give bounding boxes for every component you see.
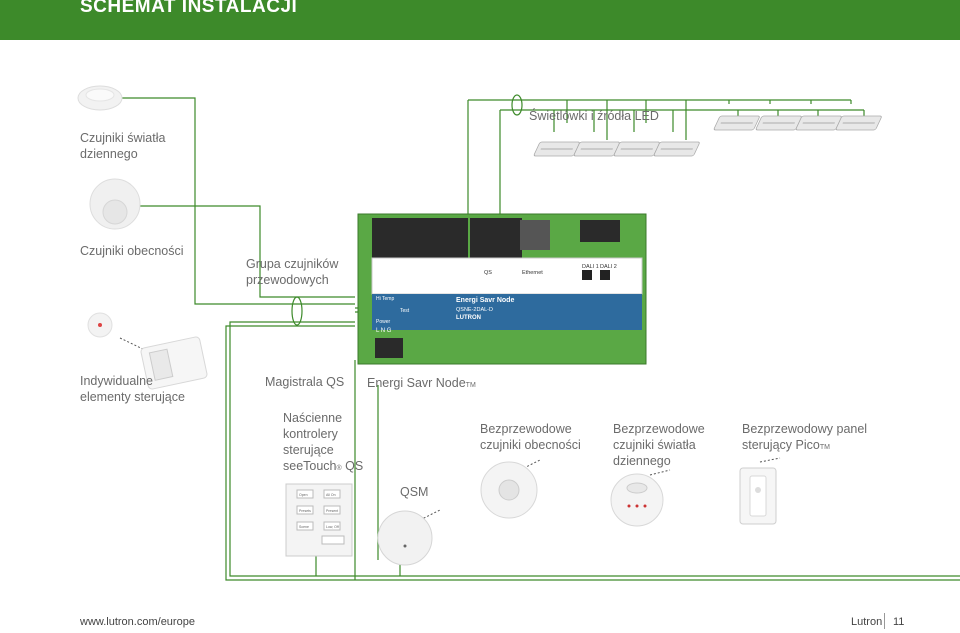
wireless-occupancy-sensor-icon (480, 461, 538, 519)
label-qsm: QSM (400, 485, 429, 499)
label-line: sterujący PicoTM (742, 437, 867, 456)
label-lamps: Świetlówki i źródła LED (529, 109, 659, 123)
lamp-icon (755, 115, 802, 131)
occupancy-sensor-icon (89, 178, 141, 230)
label-daylight-sensors: Czujniki światła dziennego (80, 130, 165, 162)
label-wired-group: Grupa czujników przewodowych (246, 256, 338, 288)
status-power: Power (376, 319, 391, 325)
trademark: TM (819, 444, 830, 451)
label-wall-controls: Naścienne kontrolery sterujące seeTouch®… (283, 410, 363, 477)
daylight-sensor-icon (77, 85, 123, 111)
individual-remote-icon (140, 336, 208, 390)
pico-remote-icon (739, 467, 777, 525)
label-individual-controls: Indywidualne elementy sterujące (80, 373, 185, 405)
qsm-device-icon (377, 510, 433, 566)
keypad-button-label: Present (326, 509, 338, 513)
port-label-dali2: DALI 2 (600, 264, 617, 270)
keypad-button-label: Open (299, 493, 308, 497)
lamp-icon (653, 141, 700, 157)
device-brand: LUTRON (456, 315, 481, 321)
footer-url[interactable]: www.lutron.com/europe (80, 616, 195, 628)
keypad-button-label: Low, Off (326, 525, 339, 529)
qs-bus-loop (291, 296, 303, 326)
header-bar: SCHEMAT INSTALACJI (0, 0, 960, 40)
label-text: sterujący Pico (742, 438, 820, 452)
trademark: TM (465, 382, 476, 389)
label-line: sterujące (283, 443, 334, 457)
label-line: czujniki światła (613, 438, 696, 452)
label-line: Czujniki światła (80, 131, 166, 145)
lamp-icon (613, 141, 660, 157)
label-line: dziennego (613, 454, 671, 468)
label-text: seeTouch (283, 459, 337, 473)
label-line: elementy sterujące (80, 390, 185, 404)
label-line: Bezprzewodowy panel (742, 422, 868, 436)
port-label-qs: QS (484, 270, 492, 276)
footer-brand: Lutron (851, 616, 883, 628)
footer-divider (884, 613, 885, 629)
page-number: 11 (893, 616, 905, 628)
wire-daylight-sensor (120, 97, 355, 305)
port-label-ethernet: Ethernet (522, 270, 543, 276)
label-line: Indywidualne (80, 374, 153, 388)
label-line: Grupa czujników (246, 257, 339, 271)
lamp-icon (795, 115, 842, 131)
label-line: czujniki obecności (480, 438, 581, 452)
label-energi-savr: Energi Savr NodeTM (367, 375, 476, 394)
lamp-icon (713, 115, 760, 131)
seetouch-keypad (285, 483, 353, 557)
wireless-pod-icon (87, 312, 113, 338)
wireless-daylight-sensor-icon (610, 473, 664, 527)
line-terminals: L N G (376, 328, 392, 334)
label-line: seeTouch® QS (283, 458, 363, 477)
registered-mark: ® (336, 465, 342, 472)
keypad-button-label: Presets (299, 509, 311, 513)
keypad-button-label: Scene (299, 525, 309, 529)
page-title: SCHEMAT INSTALACJI (80, 0, 298, 17)
label-line: kontrolery (283, 427, 338, 441)
keypad-button-label: All On (326, 493, 336, 497)
device-model: QSNE-2DAL-D (456, 307, 493, 313)
lamps (533, 115, 882, 157)
label-text: QS (341, 459, 364, 473)
lamp-icon (573, 141, 620, 157)
energi-savr-node-device (357, 213, 647, 365)
label-line: dziennego (80, 147, 138, 161)
port-label-dali1: DALI 1 (582, 264, 599, 270)
label-qs-bus: Magistrala QS (265, 375, 345, 389)
label-text: Energi Savr Node (367, 376, 466, 390)
label-line: Bezprzewodowe (480, 422, 572, 436)
label-occupancy-sensors: Czujniki obecności (80, 244, 184, 258)
label-wireless-daylight: Bezprzewodowe czujniki światła dziennego (613, 421, 705, 469)
wire-occupancy-sensor (125, 205, 355, 298)
label-pico: Bezprzewodowy panel sterujący PicoTM (742, 421, 867, 456)
wire-qs-bus (229, 321, 960, 577)
status-test: Test (400, 308, 410, 314)
device-name: Energi Savr Node (456, 297, 514, 304)
label-wireless-occupancy: Bezprzewodowe czujniki obecności (480, 421, 581, 453)
lamp-bus-loop (511, 94, 523, 116)
label-line: Naścienne (283, 411, 343, 425)
label-line: przewodowych (246, 273, 329, 287)
status-hi-temp: Hi Temp (376, 296, 394, 302)
lamp-icon (835, 115, 882, 131)
label-line: Bezprzewodowe (613, 422, 705, 436)
lamp-icon (533, 141, 580, 157)
